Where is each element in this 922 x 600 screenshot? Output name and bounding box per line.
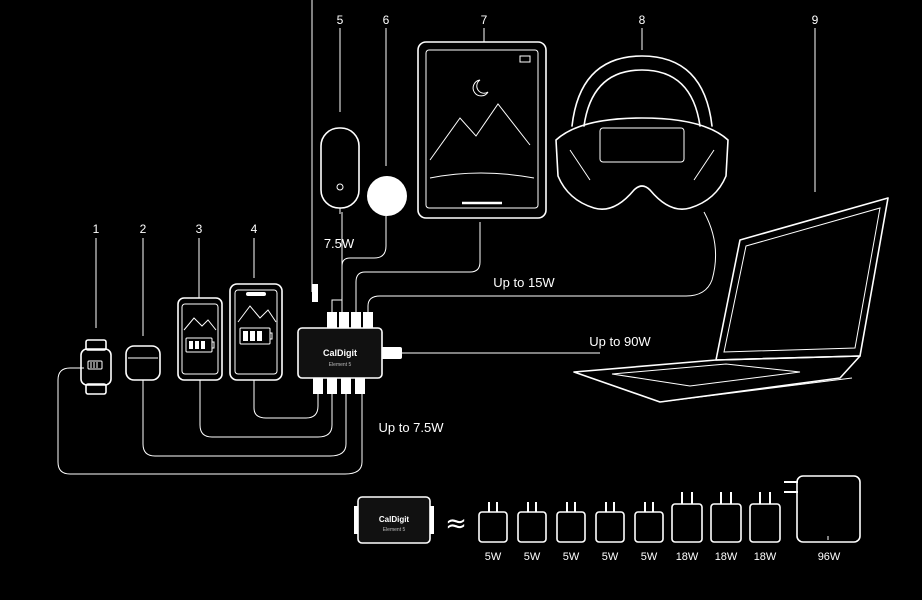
charger-icon	[671, 492, 703, 543]
charger-icon	[710, 492, 742, 543]
charger-label: 18W	[754, 551, 777, 563]
device-number-9: 9	[812, 13, 819, 27]
hub-model: Element 5	[329, 362, 352, 368]
charger-label: 96W	[818, 551, 841, 563]
wireless-charger-icon	[367, 176, 407, 222]
hub-small: CalDigit Element 5	[354, 496, 434, 544]
laptop-icon	[573, 197, 889, 403]
charger-icon	[595, 502, 625, 543]
mouse-power-label: 7.5W	[324, 236, 355, 251]
approx-symbol: ≈	[445, 509, 467, 539]
charger-label: 18W	[715, 551, 738, 563]
tablet-power-label: Up to 15W	[493, 275, 555, 290]
charger-label: 18W	[676, 551, 699, 563]
laptop-power-label: Up to 90W	[589, 334, 651, 349]
charger-icon	[517, 502, 547, 543]
earbuds-case-icon	[125, 345, 161, 381]
phone-icon	[229, 283, 283, 381]
phone-icon	[177, 297, 223, 381]
bottom-power-label: Up to 7.5W	[378, 420, 444, 435]
device-number-2: 2	[140, 222, 147, 236]
device-number-8: 8	[639, 13, 646, 27]
charger-group	[478, 475, 861, 543]
tablet-icon	[417, 41, 547, 219]
mouse-icon	[320, 127, 360, 214]
watch-icon	[80, 339, 112, 395]
leader-lines	[95, 28, 816, 336]
device-number-1: 1	[93, 222, 100, 236]
charger-icon	[478, 502, 508, 543]
device-number-labels: 1 2 3 4 5 6 7 8 9	[93, 13, 819, 236]
charger-icon	[784, 475, 861, 543]
charger-label: 5W	[485, 551, 502, 563]
hub-brand: CalDigit	[323, 348, 357, 358]
device-number-7: 7	[481, 13, 488, 27]
charger-label: 5W	[602, 551, 619, 563]
headset-icon	[555, 55, 729, 210]
hub-device: CalDigit Element 5	[297, 284, 402, 394]
charger-label: 5W	[524, 551, 541, 563]
charger-icon	[749, 492, 781, 543]
hub-small-brand: CalDigit	[379, 515, 410, 524]
charger-labels: 5W 5W 5W 5W 5W 18W 18W 18W 96W	[485, 551, 841, 563]
charger-label: 5W	[563, 551, 580, 563]
hub-small-model: Element 5	[383, 527, 406, 533]
device-number-6: 6	[383, 13, 390, 27]
charger-icon	[556, 502, 586, 543]
device-number-3: 3	[196, 222, 203, 236]
cables	[57, 0, 717, 475]
charger-label: 5W	[641, 551, 658, 563]
device-number-4: 4	[251, 222, 258, 236]
charger-icon	[634, 502, 664, 543]
device-number-5: 5	[337, 13, 344, 27]
